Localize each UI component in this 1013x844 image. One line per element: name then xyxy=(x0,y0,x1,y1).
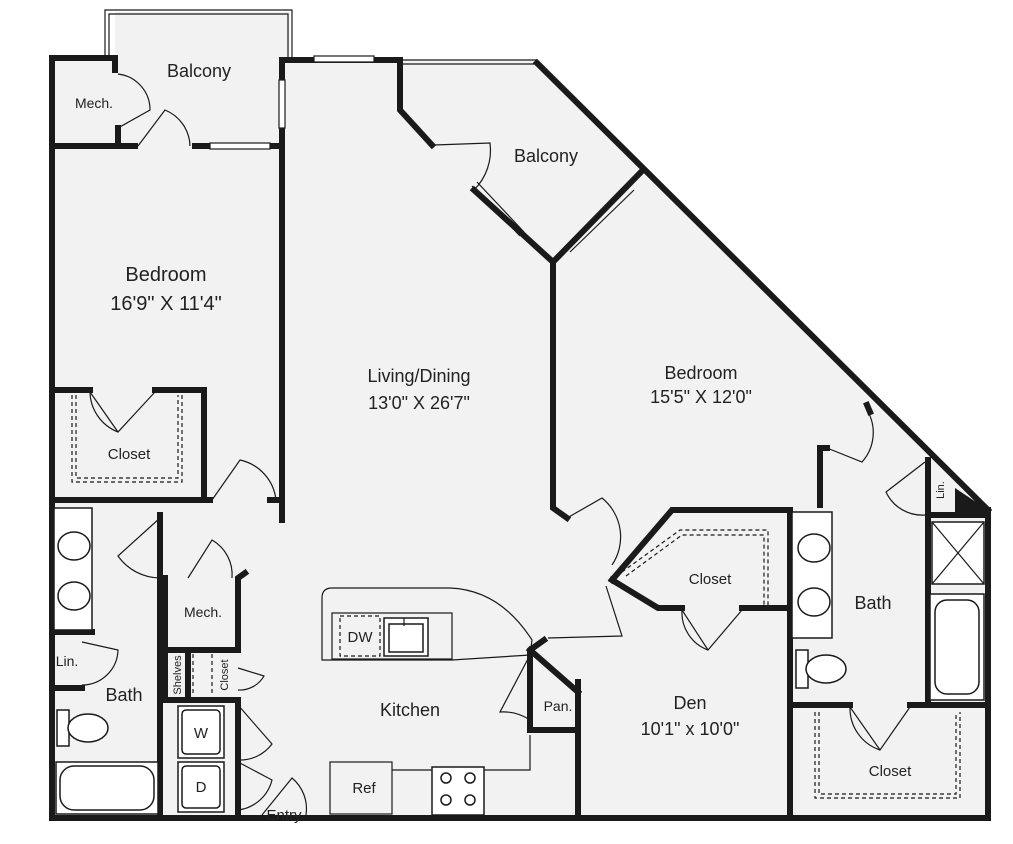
kitchen-fixtures xyxy=(321,587,533,816)
bedroom-right-dims: 15'5" X 12'0" xyxy=(650,387,752,407)
laundry-fixtures xyxy=(177,705,225,813)
dishwasher-label: DW xyxy=(348,629,374,646)
bath-right-label: Bath xyxy=(854,593,891,613)
living-dining-label: Living/Dining xyxy=(367,366,470,386)
bath-right-fixtures xyxy=(791,488,988,701)
lin-left-label: Lin. xyxy=(56,653,79,669)
bath-left-label: Bath xyxy=(105,685,142,705)
balcony-right-wall xyxy=(397,57,437,150)
refrigerator-label: Ref xyxy=(352,780,376,797)
closet-center-label: Closet xyxy=(689,571,732,588)
exterior-walls xyxy=(49,55,993,821)
windows xyxy=(209,55,635,253)
den-label: Den xyxy=(673,693,706,713)
balcony-left-rail-inner xyxy=(108,13,289,58)
lin-right-label: Lin. xyxy=(935,481,947,499)
doors xyxy=(81,73,926,816)
shelves-label: Shelves xyxy=(172,655,184,695)
closet-left-label: Closet xyxy=(108,446,151,463)
living-dining-dims: 13'0" X 26'7" xyxy=(368,393,470,413)
closet-shelves xyxy=(71,395,961,799)
washer-label: W xyxy=(194,725,209,742)
dryer-label: D xyxy=(196,779,207,796)
interior-floor xyxy=(52,12,988,818)
balcony-left-label: Balcony xyxy=(167,61,231,81)
balcony-left-rail xyxy=(104,9,293,58)
shaft-fill xyxy=(955,488,988,515)
bedroom-right-label: Bedroom xyxy=(664,363,737,383)
entry-label: Entry xyxy=(266,807,302,824)
pantry-label: Pan. xyxy=(544,698,573,714)
den-dims: 10'1" x 10'0" xyxy=(641,719,740,739)
mech-top-label: Mech. xyxy=(75,95,113,111)
closet-right-label: Closet xyxy=(869,763,912,780)
mech-mid-label: Mech. xyxy=(184,604,222,620)
bath-left-fixtures xyxy=(53,507,159,815)
kitchen-label: Kitchen xyxy=(380,700,440,720)
bedroom-left-label: Bedroom xyxy=(125,264,206,286)
bedroom-left-dims: 16'9" X 11'4" xyxy=(110,293,222,315)
balcony-right-label: Balcony xyxy=(514,146,578,166)
closet-small-label: Closet xyxy=(219,659,231,690)
